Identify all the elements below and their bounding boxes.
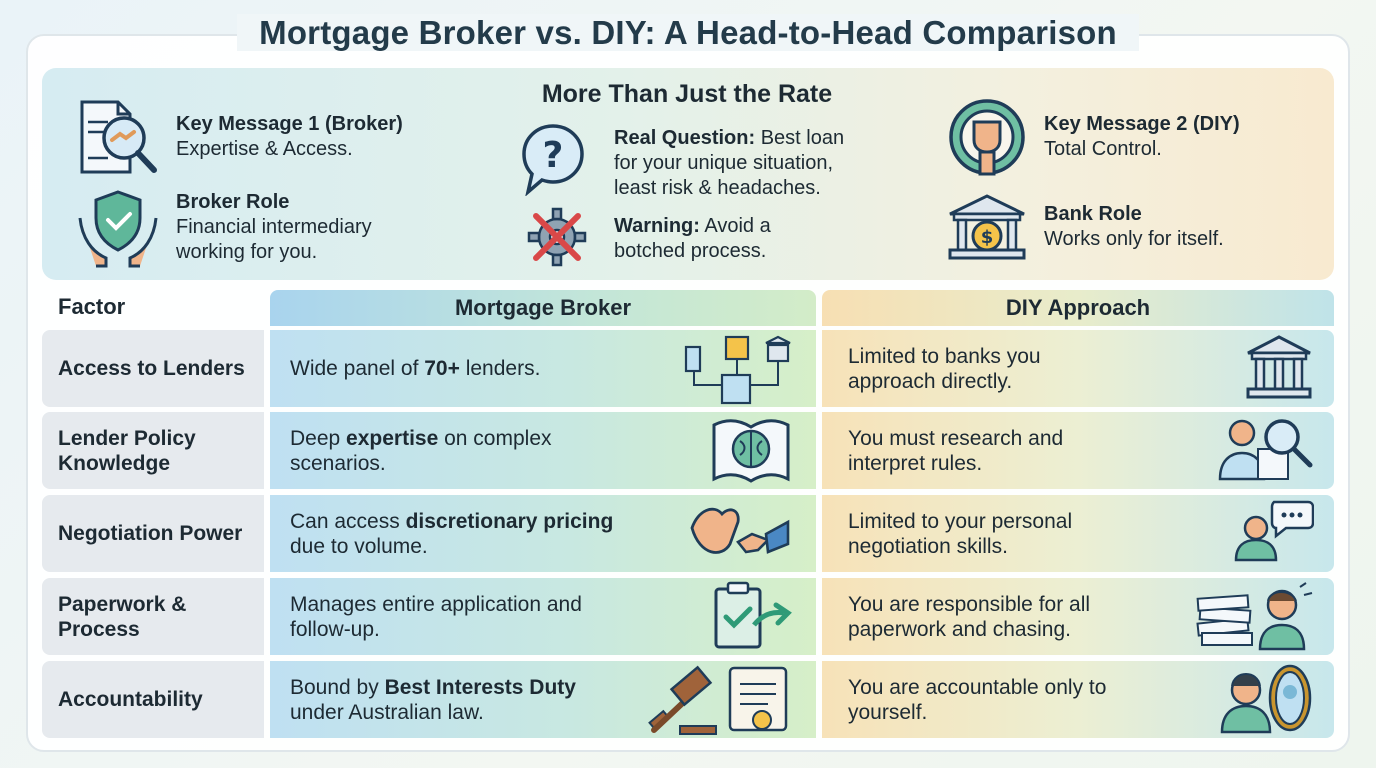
- broker-text-pre: Deep: [290, 426, 347, 450]
- diy-cell: You are responsible for all paperwork an…: [822, 578, 1334, 655]
- broker-text-post: lenders.: [459, 357, 541, 380]
- arm-handshake-icon: [688, 498, 792, 570]
- bank-dollar-icon: $: [948, 194, 1026, 260]
- diy-cell-text: You are responsible for all paperwork an…: [848, 592, 1091, 641]
- factor-label: Paperwork & Process: [58, 592, 187, 641]
- bank-building-icon: [1244, 333, 1314, 409]
- broker-cell: Can access discretionary pricing due to …: [270, 495, 816, 572]
- broker-cell: Deep expertise on complex scenarios.: [270, 412, 816, 489]
- broker-cell-text: Wide panel of 70+ lenders.: [290, 356, 620, 381]
- brain-book-icon: [710, 415, 792, 493]
- broker-text-pre: Bound by: [290, 675, 385, 699]
- question-bubble-icon: ?: [522, 124, 584, 196]
- broker-text-post: due to volume.: [290, 534, 428, 558]
- diy-cell-text: Limited to banks you approach directly.: [848, 344, 1041, 393]
- broker-text-post: on complex scenarios.: [290, 426, 552, 475]
- factor-cell: Lender Policy Knowledge: [42, 412, 264, 489]
- broker-text-post: under Australian law.: [290, 700, 484, 724]
- column-header-factor: Factor: [58, 294, 126, 319]
- factor-label: Access to Lenders: [58, 357, 245, 380]
- bank-role: Bank Role Works only for itself.: [1044, 203, 1224, 250]
- column-header-broker: Mortgage Broker: [270, 290, 816, 326]
- broker-cell: Bound by Best Interests Duty under Austr…: [270, 661, 816, 738]
- diy-cell: You are accountable only to yourself.: [822, 661, 1334, 738]
- factor-cell: Access to Lenders: [42, 330, 264, 407]
- broker-cell-text: Can access discretionary pricing due to …: [290, 509, 620, 559]
- clipboard-check-arrow-icon: [710, 581, 792, 657]
- factor-label: Accountability: [58, 688, 203, 711]
- crossed-gear-icon: [527, 207, 587, 267]
- key-message-broker: Key Message 1 (Broker) Expertise & Acces…: [176, 113, 403, 160]
- svg-text:?: ?: [543, 135, 564, 176]
- broker-text-pre: Manages entire application and follow-up…: [290, 592, 582, 641]
- person-research-icon: [1218, 415, 1314, 487]
- svg-text:$: $: [981, 227, 994, 248]
- broker-text-bold: expertise: [346, 426, 439, 450]
- warning-note: Warning: Avoid a botched process.: [614, 215, 771, 262]
- broker-text-bold: discretionary pricing: [405, 509, 614, 533]
- factor-label: Lender Policy Knowledge: [58, 426, 196, 475]
- broker-cell: Wide panel of 70+ lenders.: [270, 330, 816, 407]
- summary-banner: More Than Just the Rate Key Message 1 (B…: [42, 68, 1334, 280]
- factor-cell: Negotiation Power: [42, 495, 264, 572]
- broker-cell: Manages entire application and follow-up…: [270, 578, 816, 655]
- lender-network-icon: [682, 333, 792, 411]
- stressed-person-papers-icon: [1194, 581, 1314, 657]
- diy-cell-text: Limited to your personal negotiation ski…: [848, 509, 1073, 558]
- banner-title: More Than Just the Rate: [541, 80, 833, 108]
- key-message-diy: Key Message 2 (DIY) Total Control.: [1044, 113, 1240, 160]
- broker-text-pre: Can access: [290, 509, 406, 533]
- page-title: Mortgage Broker vs. DIY: A Head-to-Head …: [0, 14, 1376, 52]
- document-magnifier-handshake-icon: [80, 100, 157, 174]
- broker-cell-text: Bound by Best Interests Duty under Austr…: [290, 675, 620, 725]
- person-mirror-icon: [1220, 664, 1314, 740]
- diy-cell-text: You must research and interpret rules.: [848, 426, 1064, 475]
- diy-cell-text: You are accountable only to yourself.: [848, 675, 1107, 724]
- broker-text-pre: Wide panel of: [290, 357, 425, 380]
- shield-hands-icon: [78, 190, 158, 268]
- factor-label: Negotiation Power: [58, 522, 243, 545]
- diy-cell: Limited to your personal negotiation ski…: [822, 495, 1334, 572]
- broker-role: Broker Role Financial intermediary worki…: [176, 191, 372, 263]
- broker-cell-text: Deep expertise on complex scenarios.: [290, 426, 620, 476]
- steering-wheel-fist-icon: [949, 99, 1025, 176]
- diy-cell: Limited to banks you approach directly.: [822, 330, 1334, 407]
- person-speech-icon: [1234, 498, 1315, 568]
- broker-text-bold: Best Interests Duty: [384, 675, 576, 699]
- factor-cell: Paperwork & Process: [42, 578, 264, 655]
- diy-cell: You must research and interpret rules.: [822, 412, 1334, 489]
- column-header-diy: DIY Approach: [822, 290, 1334, 326]
- factor-cell: Accountability: [42, 661, 264, 738]
- real-question: Real Question: Best loan for your unique…: [614, 127, 845, 199]
- broker-text-bold: 70+: [424, 357, 460, 380]
- gavel-certificate-icon: [644, 664, 794, 742]
- broker-cell-text: Manages entire application and follow-up…: [290, 592, 620, 642]
